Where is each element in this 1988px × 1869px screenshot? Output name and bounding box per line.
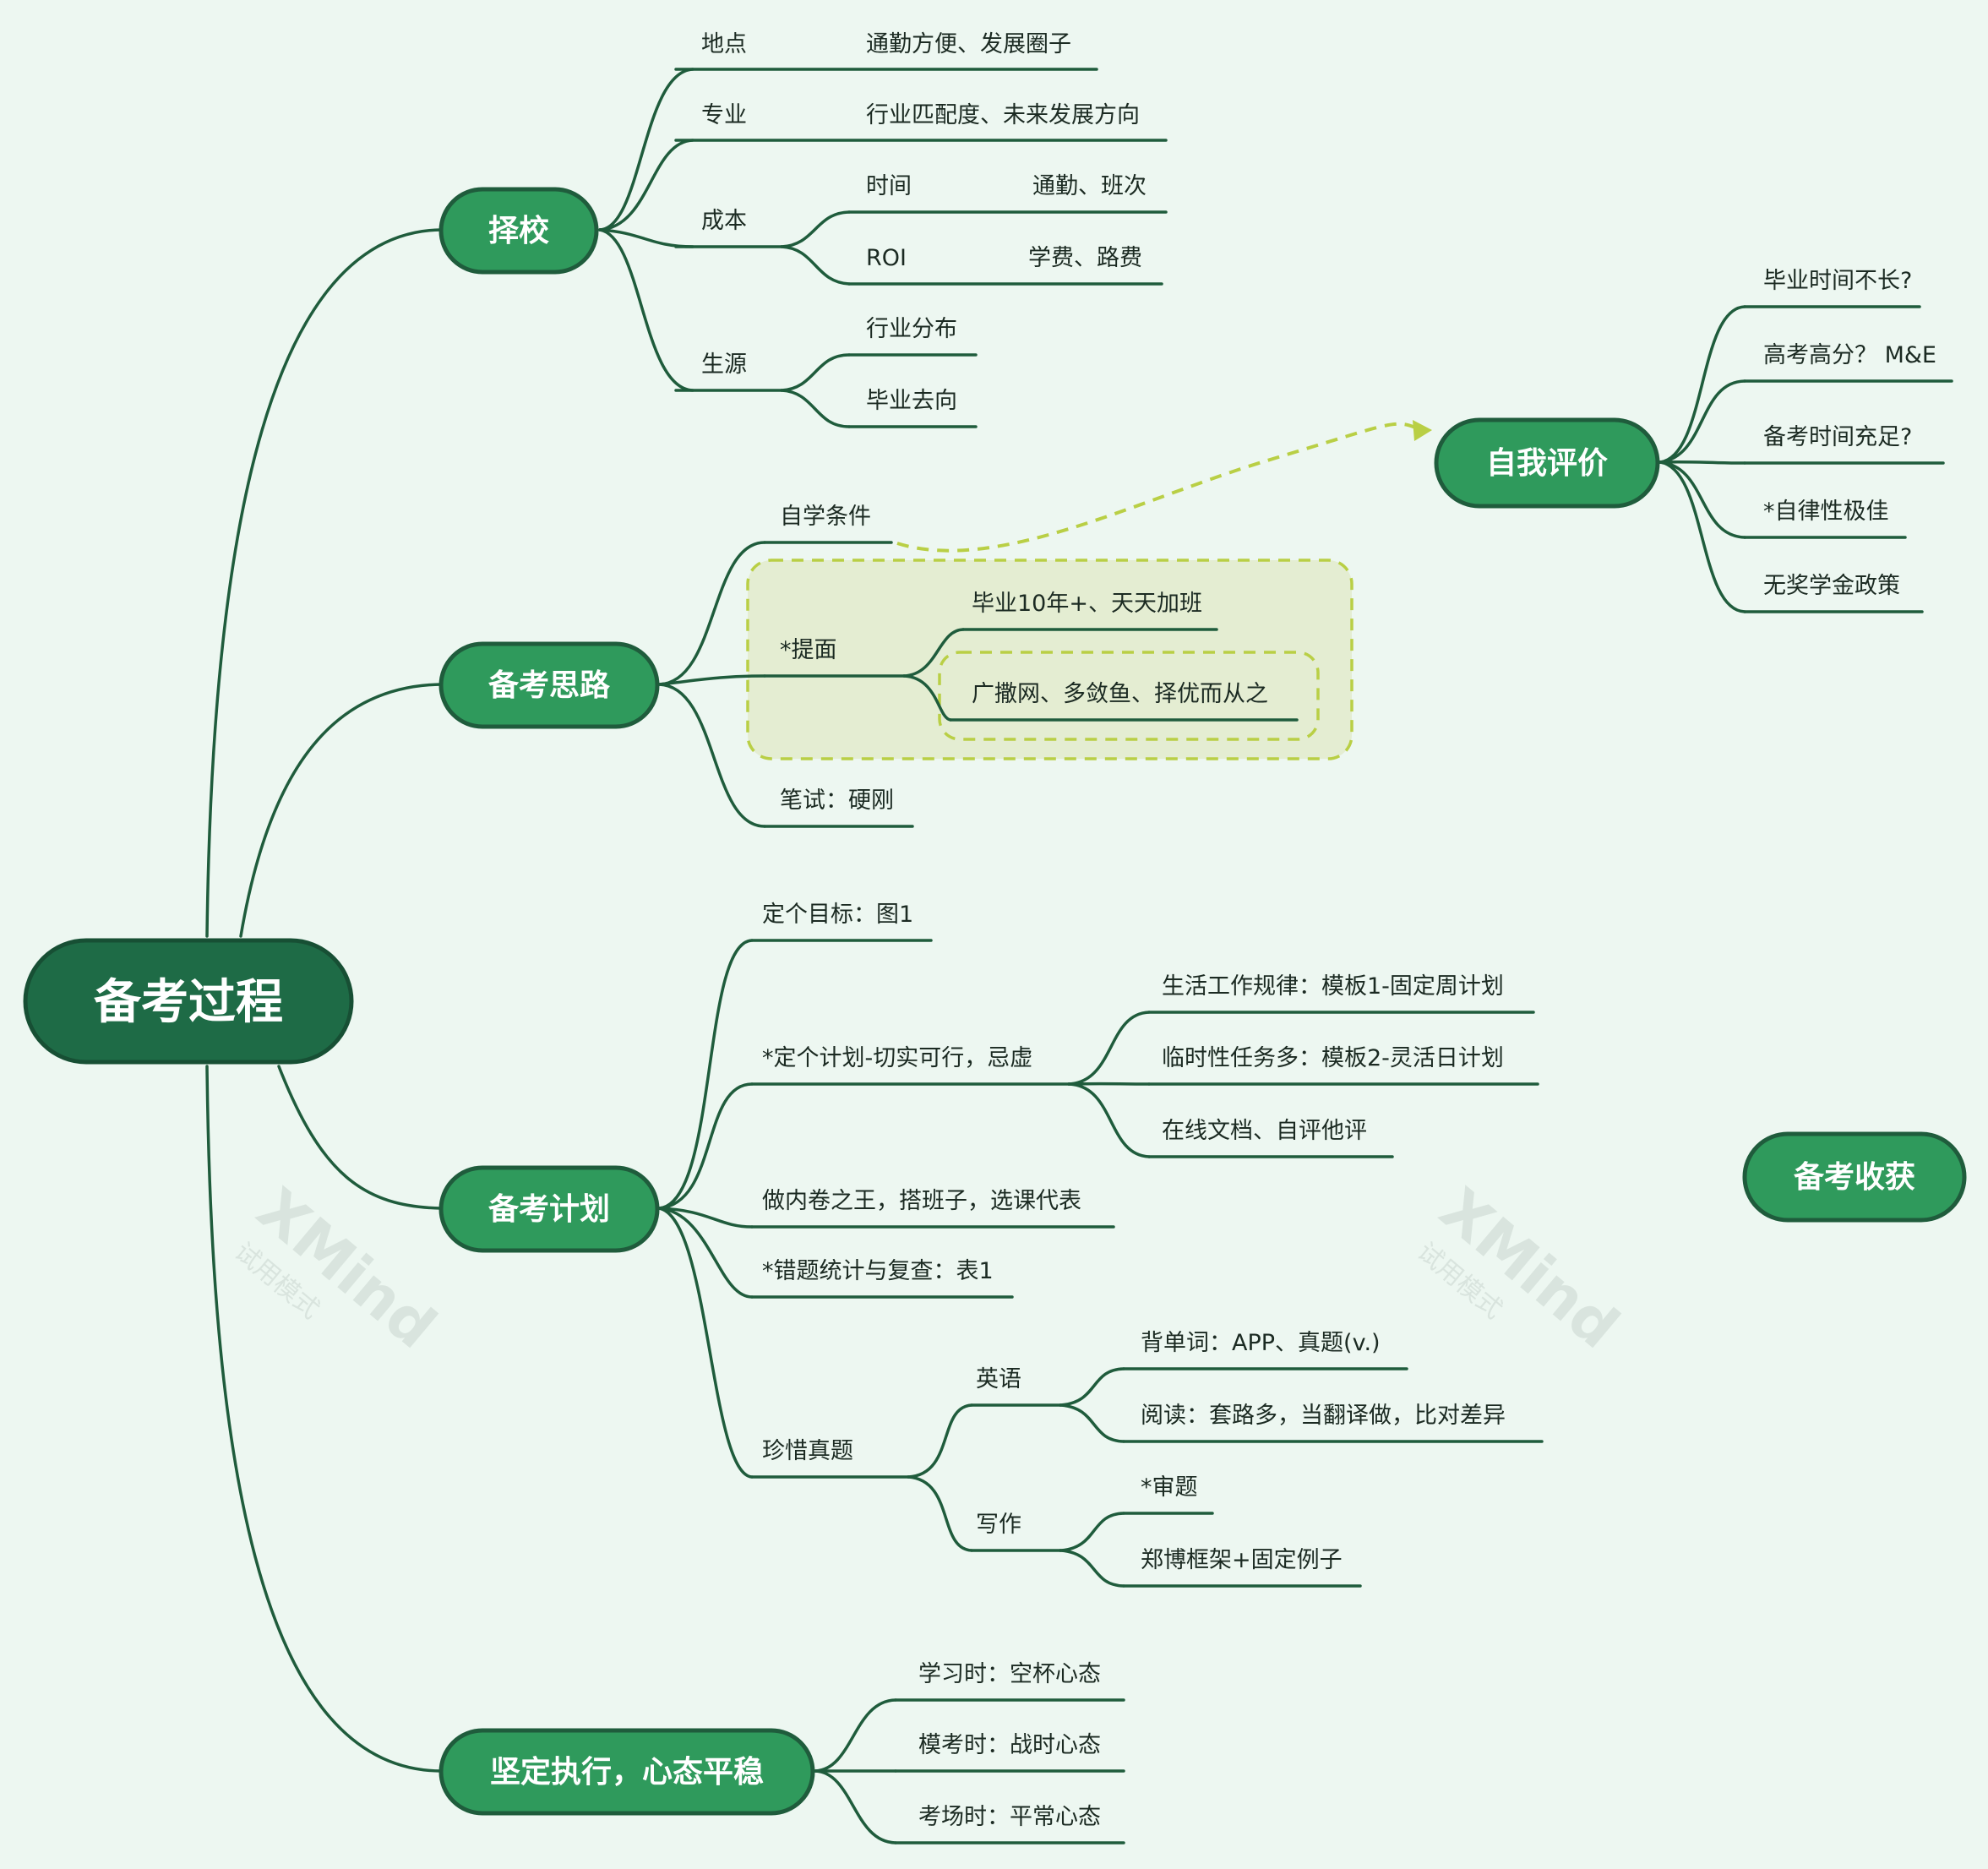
strategy-score-a[interactable]: 毕业10年+、天天加班 [972, 591, 1202, 617]
topic-self-eval[interactable]: 自我评价 [1434, 417, 1660, 509]
connector-lines [205, 68, 1953, 1844]
strategy-self-study[interactable]: 自学条件 [780, 504, 871, 530]
topic-harvest[interactable]: 备考收获 [1742, 1131, 1967, 1223]
school-major-detail[interactable]: 行业匹配度、未来发展方向 [866, 102, 1140, 128]
school-cost-roi-detail[interactable]: 学费、路费 [1028, 245, 1142, 271]
school-location-detail[interactable]: 通勤方便、发展圈子 [866, 31, 1071, 57]
plan-vocab[interactable]: 背单词：APP、真题(v.) [1141, 1330, 1381, 1356]
topic-strategy[interactable]: 备考思路 [438, 641, 660, 729]
plan-errors[interactable]: *错题统计与复查：表1 [762, 1258, 994, 1284]
school-major[interactable]: 专业 [701, 102, 747, 128]
strategy-written[interactable]: 笔试：硬刚 [780, 787, 894, 814]
plan-goal[interactable]: 定个目标：图1 [762, 902, 913, 928]
topic-plan[interactable]: 备考计划 [438, 1165, 660, 1253]
self-eval-item[interactable]: 备考时间充足? [1763, 424, 1912, 450]
plan-make-plan[interactable]: *定个计划-切实可行，忌虚 [762, 1045, 1032, 1071]
plan-english[interactable]: 英语 [976, 1366, 1021, 1392]
topic-plan-label: 备考计划 [488, 1192, 610, 1227]
plan-writing[interactable]: 写作 [976, 1512, 1021, 1538]
execute-study[interactable]: 学习时：空杯心态 [918, 1661, 1101, 1687]
relationship-arrow [896, 422, 1420, 553]
topic-execute[interactable]: 坚定执行，心态平稳 [438, 1728, 815, 1816]
topic-self-eval-label: 自我评价 [1486, 446, 1608, 481]
plan-framework[interactable]: 郑博框架+固定例子 [1141, 1547, 1343, 1573]
watermark-right: XMind 试用模式 [1411, 1174, 1631, 1362]
school-cost-time[interactable]: 时间 [866, 173, 912, 199]
plan-routine[interactable]: 生活工作规律：模板1-固定周计划 [1162, 973, 1504, 1000]
self-eval-item[interactable]: 毕业时间不长? [1763, 268, 1912, 294]
topic-school[interactable]: 择校 [438, 187, 599, 275]
topic-strategy-label: 备考思路 [488, 668, 611, 703]
topic-school-label: 择校 [488, 214, 549, 248]
relationship-arrow-head [1413, 420, 1432, 441]
topic-harvest-label: 备考收获 [1794, 1160, 1915, 1195]
school-cost[interactable]: 成本 [701, 208, 747, 234]
plan-review[interactable]: *审题 [1141, 1474, 1198, 1501]
execute-mock[interactable]: 模考时：战时心态 [918, 1732, 1101, 1758]
plan-class[interactable]: 做内卷之王，搭班子，选课代表 [762, 1188, 1081, 1214]
school-cost-time-detail[interactable]: 通勤、班次 [1032, 173, 1147, 199]
strategy-score-b[interactable]: 广撒网、多敛鱼、择优而从之 [972, 681, 1268, 707]
self-eval-item[interactable]: *自律性极佳 [1763, 499, 1889, 525]
self-eval-item[interactable]: 高考高分？ M&E [1763, 342, 1936, 368]
self-eval-item[interactable]: 无奖学金政策 [1763, 573, 1900, 599]
execute-exam[interactable]: 考场时：平常心态 [918, 1804, 1101, 1830]
school-students[interactable]: 生源 [701, 351, 747, 378]
root-topic-label: 备考过程 [94, 975, 283, 1030]
topic-execute-label: 坚定执行，心态平稳 [490, 1755, 764, 1790]
highlight-boundary-inner [938, 651, 1320, 741]
plan-reading[interactable]: 阅读：套路多，当翻译做，比对差异 [1141, 1403, 1506, 1429]
root-topic[interactable]: 备考过程 [23, 938, 354, 1065]
school-students-destination[interactable]: 毕业去向 [866, 388, 957, 414]
plan-adhoc[interactable]: 临时性任务多：模板2-灵活日计划 [1162, 1045, 1504, 1071]
school-cost-roi[interactable]: ROI [866, 245, 907, 271]
plan-online[interactable]: 在线文档、自评他评 [1162, 1118, 1367, 1144]
strategy-score[interactable]: *提面 [780, 637, 837, 663]
school-students-industry[interactable]: 行业分布 [866, 316, 957, 342]
plan-exams[interactable]: 珍惜真题 [762, 1438, 853, 1464]
school-location[interactable]: 地点 [701, 31, 747, 57]
